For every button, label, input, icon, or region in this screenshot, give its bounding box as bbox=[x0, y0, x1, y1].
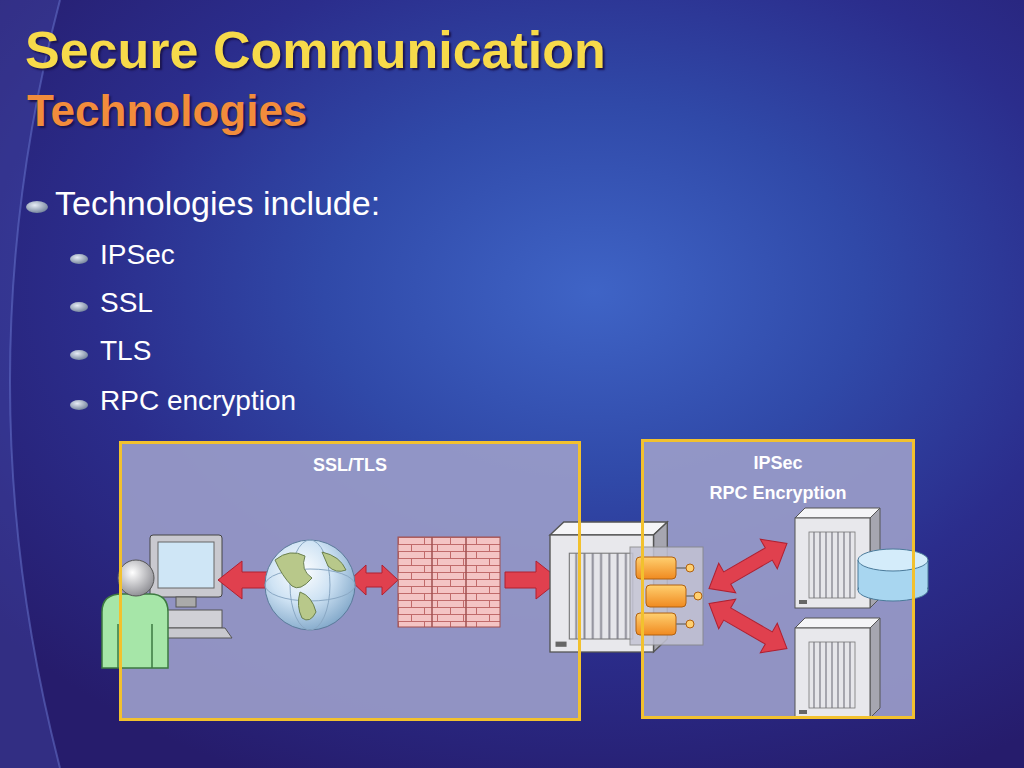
sub-bullet-text: IPSec bbox=[100, 239, 175, 271]
sub-bullet-text: SSL bbox=[100, 287, 153, 319]
red-arrows bbox=[218, 529, 795, 663]
sub-bullet-text: RPC encryption bbox=[100, 385, 296, 417]
user-figure bbox=[102, 560, 168, 668]
slide-title: Secure Communication bbox=[25, 20, 606, 80]
panel-ground bbox=[120, 442, 580, 720]
slide-subtitle: Technologies bbox=[27, 86, 307, 136]
globe-icon bbox=[265, 540, 355, 630]
region-box: SSL/TLS bbox=[119, 441, 581, 721]
database-cylinder bbox=[858, 549, 928, 601]
region-box: IPSecRPC Encryption bbox=[641, 439, 915, 719]
firewall-icon bbox=[398, 537, 500, 627]
region-label: IPSec bbox=[753, 448, 802, 478]
bullet-markers bbox=[26, 201, 88, 410]
bullet-text: Technologies include: bbox=[55, 184, 380, 223]
region-label: SSL/TLS bbox=[313, 450, 387, 480]
region-label: RPC Encryption bbox=[709, 478, 846, 508]
sub-bullet-text: TLS bbox=[100, 335, 151, 367]
app-server bbox=[795, 618, 880, 718]
